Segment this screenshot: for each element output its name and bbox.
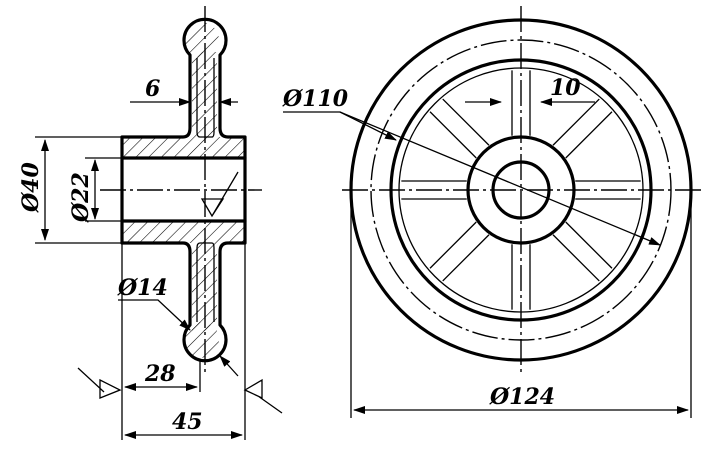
spoke-edge [552,234,600,282]
spoke-edge [565,111,613,159]
dim-rim-section-diameter: Ø14 [117,275,239,377]
dim-hub-length: 45 [124,243,246,440]
dim-outer-hub-diameter-label: Ø40 [18,162,44,213]
dim-outer-hub-diameter: Ø40 [18,136,122,244]
rib-top-inner [196,58,215,138]
spokes [401,70,641,310]
dim-pitch-diameter: Ø110 [282,86,661,246]
dim-bore-diameter-label: Ø22 [68,172,94,223]
section-view: 6 Ø40 Ø22 Ø14 28 [18,6,283,440]
dim-rib-offset: 28 [121,243,201,440]
dim-spoke-width: 10 [465,75,595,106]
rib-bottom-inner [196,242,215,322]
dim-bore-diameter: Ø22 [68,157,122,223]
dim-outer-diameter-label: Ø124 [489,384,555,410]
dim-outer-diameter: Ø124 [350,190,692,418]
surface-finish-mark [200,171,239,218]
dim-rib-offset-label: 28 [144,361,176,387]
spoke-edge [429,221,477,269]
dim-hub-length-label: 45 [172,409,203,435]
spoke-edge [552,98,600,146]
spoke-edge [442,98,490,146]
front-view: Ø110 10 Ø124 [282,6,703,418]
dim-rib-thickness-label: 6 [145,76,160,102]
spoke-edge [442,234,490,282]
spoke-edge [565,221,613,269]
dim-rim-section-diameter-label: Ø14 [117,275,168,301]
dim-spoke-width-label: 10 [550,75,581,101]
dim-rib-thickness: 6 [130,76,238,106]
datum-marks [77,367,283,414]
spoke-edge [429,111,477,159]
dim-pitch-diameter-label: Ø110 [282,86,349,112]
